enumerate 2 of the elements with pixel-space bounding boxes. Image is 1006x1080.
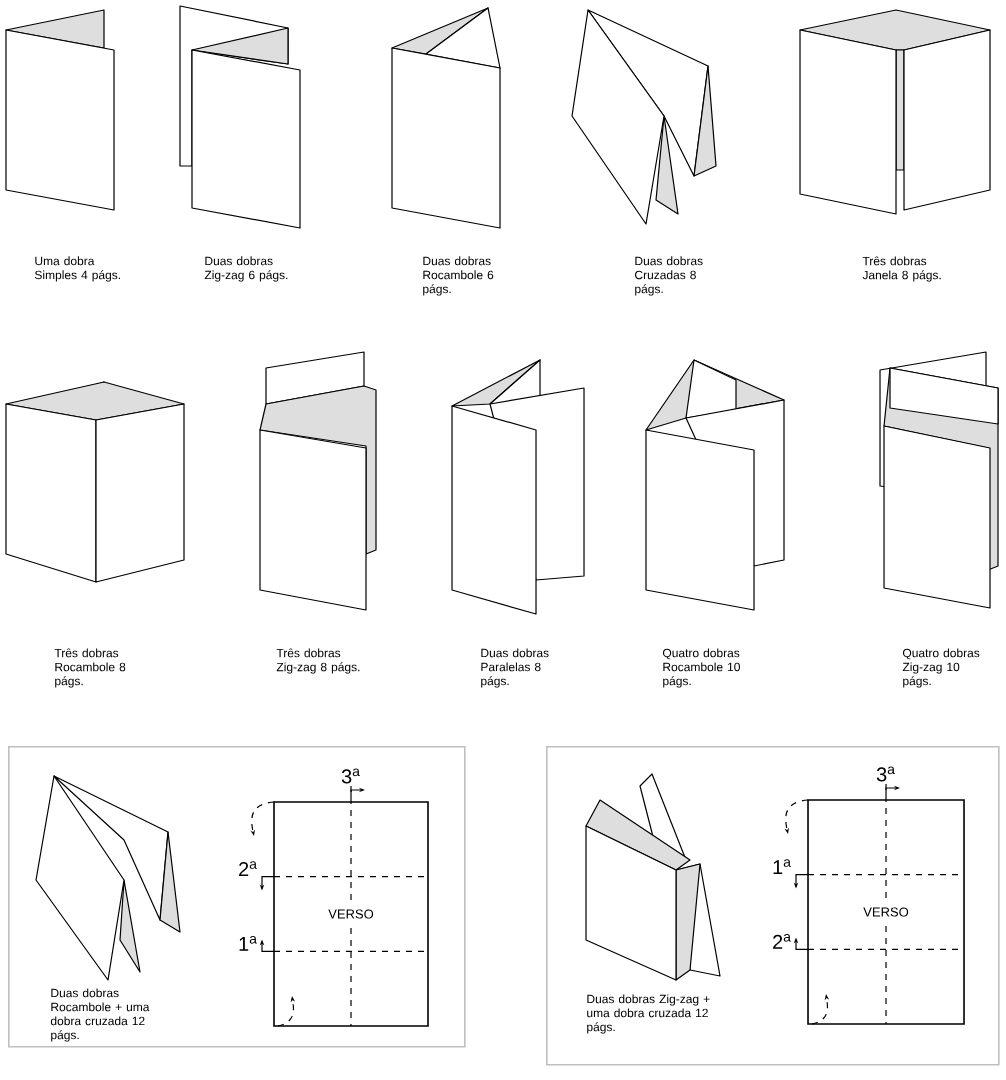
fold-number: 3$^{a}$ <box>341 768 360 784</box>
fold-number: 3$^{a}$ <box>876 766 895 782</box>
